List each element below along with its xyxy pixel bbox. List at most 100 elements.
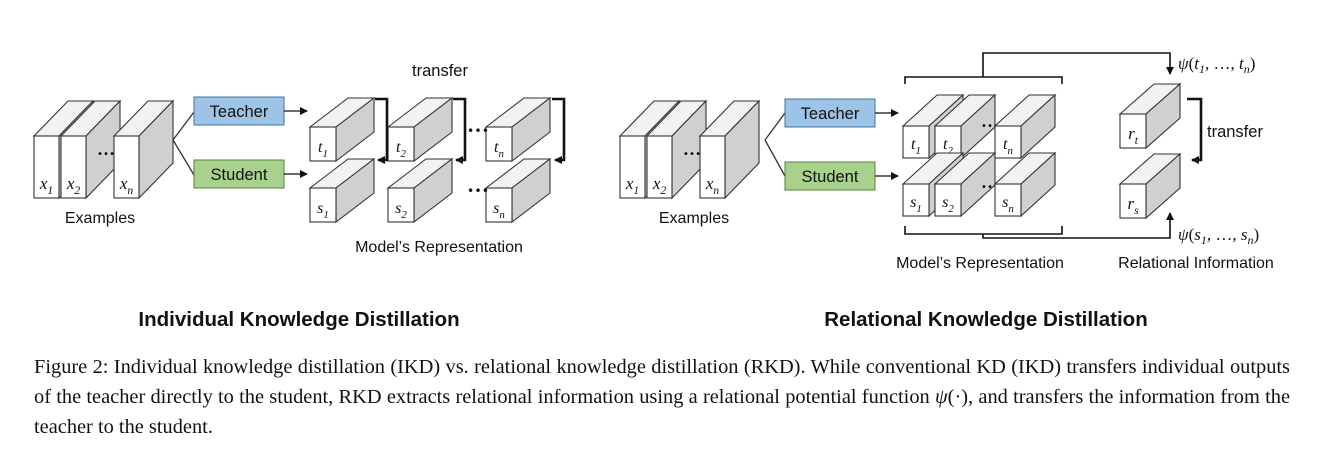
rkd-student-output-2-label: s2 — [942, 194, 954, 215]
ikd-teacher-output-2-front-face — [387, 126, 415, 162]
ikd-input-cube-2-label-subscript: 2 — [74, 184, 80, 197]
rkd-student-output-2-label-base: s — [942, 194, 948, 211]
ikd-teacher-output-n-label: tn — [494, 139, 504, 160]
caption-psi: ψ — [935, 386, 948, 408]
rkd-teacher-output-2-label: t2 — [943, 136, 953, 157]
rkd-input-cube-n: xn — [698, 99, 761, 200]
rkd-student-output-n-front-face — [994, 183, 1022, 217]
rkd-transfer-arrow — [1187, 97, 1203, 164]
ikd-teacher-output-1-label-subscript: 1 — [323, 148, 328, 160]
ikd-input-cube-2-label: x2 — [66, 174, 81, 197]
psi-arg-base: t — [1239, 54, 1245, 73]
rkd-input-cube-2: x2 — [645, 99, 708, 200]
psi-arg-base: s — [1194, 225, 1201, 244]
rkd-student-output-1-label-subscript: 1 — [916, 203, 921, 215]
ikd-student-output-1-label-subscript: 1 — [323, 209, 328, 221]
ikd-branch-lines — [172, 111, 195, 176]
psi-arg-subscript: 1 — [1201, 233, 1207, 247]
rkd-input-cube-2-label-base: x — [652, 174, 661, 193]
rkd-title: Relational Knowledge Distillation — [824, 308, 1147, 331]
rkd-input-cube-1-label-base: x — [625, 174, 634, 193]
rkd-input-cube-1-label-subscript: 1 — [633, 184, 639, 197]
rkd-student-box — [784, 161, 876, 191]
caption-psi-arg: (·) — [947, 386, 969, 408]
rkd-input-ellipsis: … — [683, 139, 701, 159]
ikd-student-output-2-label-base: s — [395, 200, 401, 217]
rkd-student-output-1-label-base: s — [910, 194, 916, 211]
rkd-teacher-label: Teacher — [801, 105, 860, 123]
rkd-input-cube-1-front-face — [619, 135, 646, 199]
rkd-teacher-output-n: tn — [993, 93, 1057, 160]
rkd-teacher-relation-front-face — [1119, 113, 1147, 149]
rkd-teacher-output-n-label: tn — [1003, 136, 1013, 157]
ikd-teacher-output-1-front-face — [309, 126, 337, 162]
psi-symbol: ψ — [1178, 54, 1189, 73]
psi-comma: , — [1205, 54, 1214, 73]
ikd-teacher-output-2: t2 — [386, 96, 454, 163]
psi-comma: , — [1230, 54, 1239, 73]
ikd-title: Individual Knowledge Distillation — [138, 308, 459, 331]
ikd-student-output-1-front-face — [309, 187, 337, 223]
ikd-teacher-ellipsis: … — [467, 112, 489, 137]
ikd-student-output-n-label-subscript: n — [499, 209, 504, 221]
ikd-examples-label: Examples — [65, 210, 135, 227]
rkd-teacher-relation-label-base: r — [1128, 124, 1135, 143]
psi-arg-subscript: 1 — [1199, 62, 1205, 76]
ikd-teacher-output-1-label-base: t — [318, 139, 323, 156]
ikd-transfer-arrows — [375, 97, 566, 164]
figure-caption: Figure 2: Individual knowledge distillat… — [34, 352, 1290, 442]
rkd-teacher-output-n-front-face — [994, 125, 1022, 159]
psi-arg-subscript: n — [1244, 62, 1250, 76]
rkd-teacher-relation-label-subscript: t — [1135, 134, 1139, 147]
psi-teacher-formula: ψ(t1​, …, tn​) — [1178, 54, 1255, 76]
ikd-input-cube-n-label: xn — [119, 174, 134, 197]
rkd-teacher-psi-connector — [982, 52, 1174, 77]
ikd-teacher-label: Teacher — [210, 103, 269, 121]
ikd-input-cube-n-label-base: x — [119, 174, 128, 193]
rkd-branch-lines — [764, 112, 786, 177]
ikd-student-output-2-label: s2 — [395, 200, 407, 221]
rkd-student-relation-label-subscript: s — [1134, 204, 1139, 217]
rkd-input-cube-2-label-subscript: 2 — [660, 184, 666, 197]
ikd-input-cube-n-label-subscript: n — [127, 184, 133, 197]
psi-arg-ellipsis: … — [1213, 54, 1230, 73]
ikd-teacher-output-1-label: t1 — [318, 139, 328, 160]
psi-close-paren: ) — [1250, 54, 1256, 73]
rkd-teacher-relation-label: rt — [1128, 124, 1139, 147]
rkd-input-cube-n-label-base: x — [705, 174, 714, 193]
rkd-student-output-1-label: s1 — [910, 194, 922, 215]
rkd-student-output-2: s2 — [933, 151, 997, 218]
rkd-teacher-output-1-label: t1 — [911, 136, 921, 157]
ikd-teacher-output-n-front-face — [485, 126, 513, 162]
ikd-input-cube-1-label: x1 — [39, 174, 53, 197]
ikd-input-cube-2-front-face — [60, 135, 87, 199]
rkd-input-cube-2-label: x2 — [652, 174, 667, 197]
rkd-student-bracket — [904, 226, 1063, 235]
ikd-teacher-output-2-label-subscript: 2 — [401, 148, 407, 160]
rkd-student-output-2-label-subscript: 2 — [948, 203, 954, 215]
rkd-examples-label: Examples — [659, 210, 729, 227]
rkd-student-output-1-front-face — [902, 183, 930, 217]
rkd-representation-label: Model’s Representation — [896, 255, 1064, 272]
rkd-student-output-n-label: sn — [1002, 194, 1014, 215]
psi-open-paren: ( — [1189, 54, 1195, 73]
rkd-teacher-output-n-label-subscript: n — [1008, 145, 1013, 157]
rkd-student-relation: rs — [1118, 152, 1182, 220]
ikd-transfer-label: transfer — [412, 62, 468, 80]
ikd-input-cube-n: xn — [112, 99, 175, 200]
ikd-student-ellipsis: … — [467, 172, 489, 197]
ikd-teacher-output-1: t1 — [308, 96, 376, 163]
rkd-transfer-label: transfer — [1207, 123, 1263, 141]
psi-open-paren: ( — [1189, 225, 1195, 244]
ikd-student-output-1-label-base: s — [317, 200, 323, 217]
rkd-student-relation-label: rs — [1127, 194, 1139, 217]
ikd-student-output-n-label-base: s — [493, 200, 499, 217]
